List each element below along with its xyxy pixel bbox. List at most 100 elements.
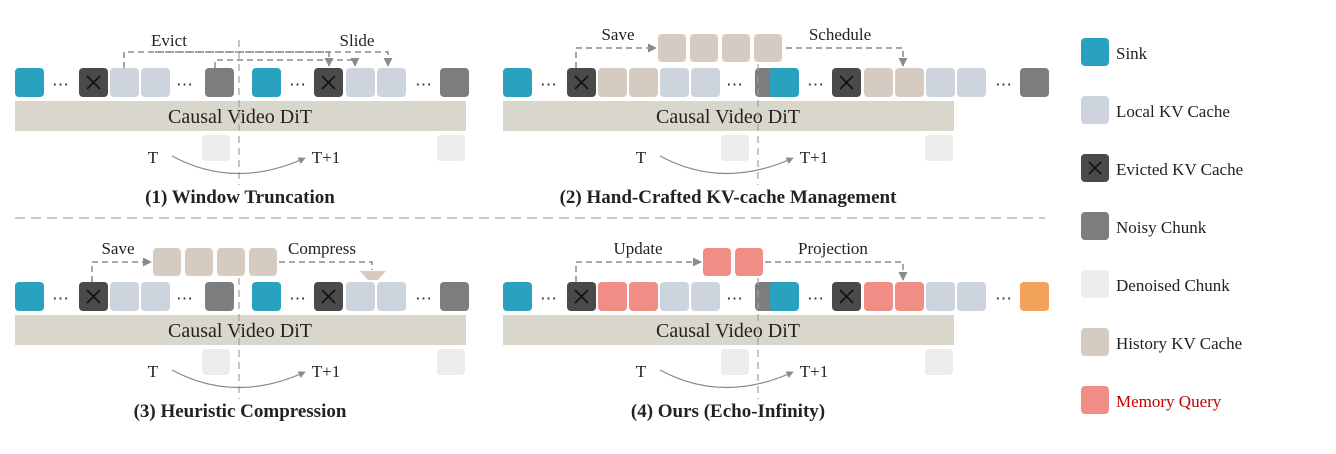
schedule-connector	[786, 47, 908, 67]
time-label-t-plus-1: T+1	[800, 362, 828, 381]
slide-label: Slide	[340, 31, 375, 50]
sink-block	[15, 68, 44, 97]
history-kv-block	[864, 68, 893, 97]
saved-history-block	[217, 248, 245, 276]
noisy-chunk-block	[205, 68, 234, 97]
ellipsis-text: ⋯	[289, 75, 307, 94]
projection-label: Projection	[798, 239, 868, 258]
evicted-kv-cache-block	[567, 68, 596, 97]
causal-video-dit-bar	[15, 315, 466, 345]
ellipsis-text: ⋯	[289, 289, 307, 308]
local-kv-block	[691, 68, 720, 97]
ellipsis-text: ⋯	[995, 75, 1013, 94]
slide-connector-2	[155, 51, 393, 67]
legend-label: Sink	[1116, 44, 1148, 63]
schedule-label: Schedule	[809, 25, 871, 44]
x-mark-icon	[839, 75, 854, 90]
local-kv-block	[110, 282, 139, 311]
local-kv-block	[377, 68, 406, 97]
denoised-chunk-block	[721, 349, 749, 375]
time-label-t-plus-1: T+1	[312, 148, 340, 167]
legend-label: Denoised Chunk	[1116, 276, 1230, 295]
x-mark-icon	[86, 75, 101, 90]
save-label: Save	[101, 239, 134, 258]
compress-connector	[279, 261, 373, 270]
slide-connector	[214, 57, 360, 68]
ellipsis-text: ⋯	[52, 75, 70, 94]
ellipsis-text: ⋯	[726, 75, 744, 94]
x-mark-icon	[839, 289, 854, 304]
local-kv-block	[660, 282, 689, 311]
evicted-kv-cache-block	[567, 282, 596, 311]
local-kv-block	[346, 68, 375, 97]
evicted-kv-cache-block	[832, 282, 861, 311]
panel-caption: (4) Ours (Echo-Infinity)	[631, 401, 825, 422]
causal-video-dit-bar	[503, 315, 954, 345]
time-label-t-plus-1: T+1	[312, 362, 340, 381]
local-kv-block	[346, 282, 375, 311]
noisy-chunk-block	[440, 282, 469, 311]
time-label-t: T	[636, 362, 647, 381]
causal-video-dit-bar	[503, 101, 954, 131]
ellipsis-text: ⋯	[807, 289, 825, 308]
legend-item-sink: Sink	[1081, 38, 1148, 66]
x-mark-icon	[321, 75, 336, 90]
ellipsis-text: ⋯	[726, 289, 744, 308]
time-label-t: T	[148, 148, 159, 167]
time-arc-arrow	[659, 155, 794, 175]
dit-label: Causal Video DiT	[656, 106, 800, 128]
sink-block	[15, 282, 44, 311]
denoised-chunk-block	[437, 135, 465, 161]
dit-label: Causal Video DiT	[168, 106, 312, 128]
x-mark-icon	[574, 75, 589, 90]
saved-history-block	[658, 34, 686, 62]
saved-history-block	[754, 34, 782, 62]
denoised-chunk-block	[925, 349, 953, 375]
local-kv-block	[957, 68, 986, 97]
ellipsis-text: ⋯	[540, 289, 558, 308]
x-mark-icon	[321, 289, 336, 304]
denoised-swatch	[1081, 270, 1109, 298]
saved-history-block	[185, 248, 213, 276]
ellipsis-text: ⋯	[995, 289, 1013, 308]
time-label-t: T	[636, 148, 647, 167]
sink-block	[252, 282, 281, 311]
time-label-t-plus-1: T+1	[800, 148, 828, 167]
noisy-chunk-block	[1020, 68, 1049, 97]
time-arc-arrow	[659, 369, 794, 389]
saved-history-block	[249, 248, 277, 276]
projection-connector	[765, 261, 908, 281]
legend-label: Noisy Chunk	[1116, 218, 1207, 237]
denoised-chunk-block	[202, 135, 230, 161]
memory-query-block	[629, 282, 658, 311]
legend-item-noisy: Noisy Chunk	[1081, 212, 1207, 240]
updated-memory-block	[735, 248, 763, 276]
ellipsis-text: ⋯	[176, 289, 194, 308]
history-kv-block	[629, 68, 658, 97]
denoised-chunk-block	[721, 135, 749, 161]
update-connector	[575, 257, 702, 282]
noisy-swatch	[1081, 212, 1109, 240]
evicted-kv-cache-block	[314, 282, 343, 311]
local-kv-block	[926, 282, 955, 311]
save-connector	[91, 257, 152, 282]
legend-label: Local KV Cache	[1116, 102, 1230, 121]
ellipsis-text: ⋯	[52, 289, 70, 308]
evicted-kv-cache-block	[314, 68, 343, 97]
time-arc-arrow	[171, 369, 306, 389]
causal-video-dit-bar	[15, 101, 466, 131]
saved-history-block	[153, 248, 181, 276]
local-kv-block	[141, 68, 170, 97]
denoised-chunk-block	[925, 135, 953, 161]
evicted-kv-cache-block	[79, 68, 108, 97]
noisy-chunk-block	[440, 68, 469, 97]
time-arc-arrow	[171, 155, 306, 175]
evicted-kv-cache-block	[79, 282, 108, 311]
ellipsis-text: ⋯	[540, 75, 558, 94]
legend-item-history-kv: History KV Cache	[1081, 328, 1242, 356]
dit-label: Causal Video DiT	[168, 320, 312, 342]
